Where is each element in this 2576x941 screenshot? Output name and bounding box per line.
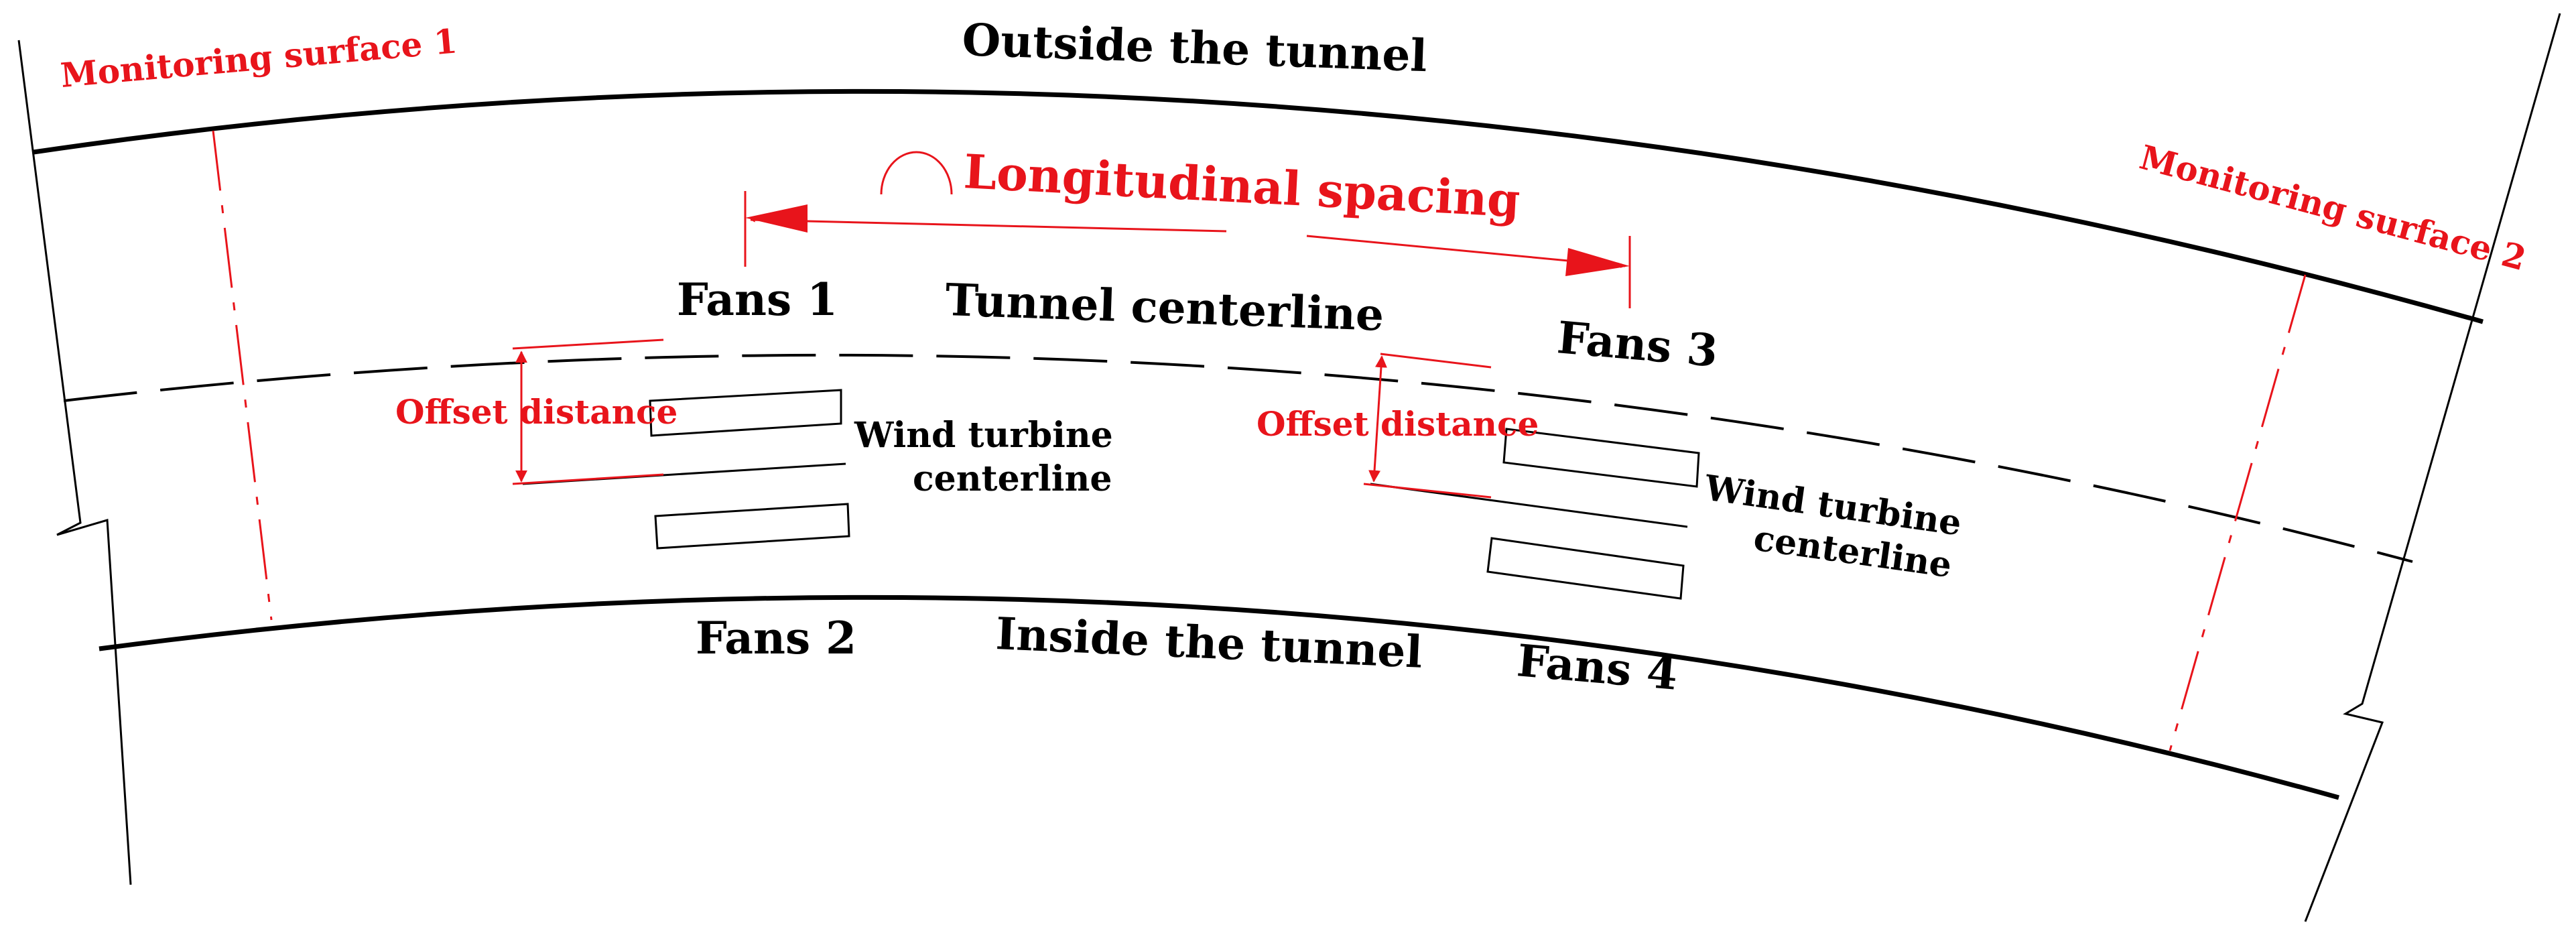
outer-wall-curve	[33, 88, 2484, 324]
tunnel-walls	[17, 13, 2561, 922]
outside-tunnel-label: Outside the tunnel	[961, 13, 1428, 82]
longitudinal-spacing-label: Longitudinal spacing	[962, 143, 1521, 228]
offset-2-ext-top	[1380, 353, 1492, 369]
spacing-arrow-left	[750, 217, 1227, 233]
tunnel-centerline-dashed	[63, 353, 2413, 563]
monitoring-surface-2-line	[2169, 274, 2307, 751]
inner-wall-curve	[99, 594, 2339, 800]
tunnel-centerline-label: Tunnel centerline	[944, 273, 1384, 341]
fan-4-box	[1486, 537, 1685, 600]
fan-2-box	[654, 503, 850, 550]
fans-4-label: Fans 4	[1515, 634, 1680, 700]
offset-distance-2-label: Offset distance	[1257, 404, 1539, 444]
fan-3-box	[1502, 428, 1700, 488]
monitoring-surface-1-line	[212, 130, 273, 621]
offset-2-ext-bottom	[1363, 483, 1492, 499]
right-break-line	[2304, 13, 2561, 922]
wind-turbine-centerline-1-label-line1: Wind turbine	[854, 415, 1113, 456]
monitoring-surface-1-label: Monitoring surface 1	[59, 21, 459, 95]
fans-3-label: Fans 3	[1555, 311, 1720, 377]
wind-turbine-centerline-1-label-line2: centerline	[913, 458, 1112, 499]
offset-1-ext-bottom	[512, 473, 664, 485]
spacing-arrowhead-left-icon	[745, 204, 808, 233]
fans	[649, 389, 1700, 600]
offset-dimension-2	[1363, 353, 1492, 499]
offset-2-arrow	[1368, 355, 1387, 483]
spacing-arrowhead-right-icon	[1565, 248, 1630, 276]
offset-distance-1-label: Offset distance	[395, 392, 678, 432]
fans-2-label: Fans 2	[696, 612, 856, 664]
offset-dimension-1	[512, 338, 664, 485]
fan-1-box	[649, 389, 842, 437]
fans-1-label: Fans 1	[677, 273, 838, 326]
monitoring-surfaces	[212, 130, 2307, 751]
offset-1-ext-top	[512, 338, 664, 350]
arc-symbol-icon	[880, 151, 953, 195]
left-break-line	[17, 40, 132, 885]
monitoring-surface-2-label: Monitoring surface 2	[2136, 137, 2530, 279]
